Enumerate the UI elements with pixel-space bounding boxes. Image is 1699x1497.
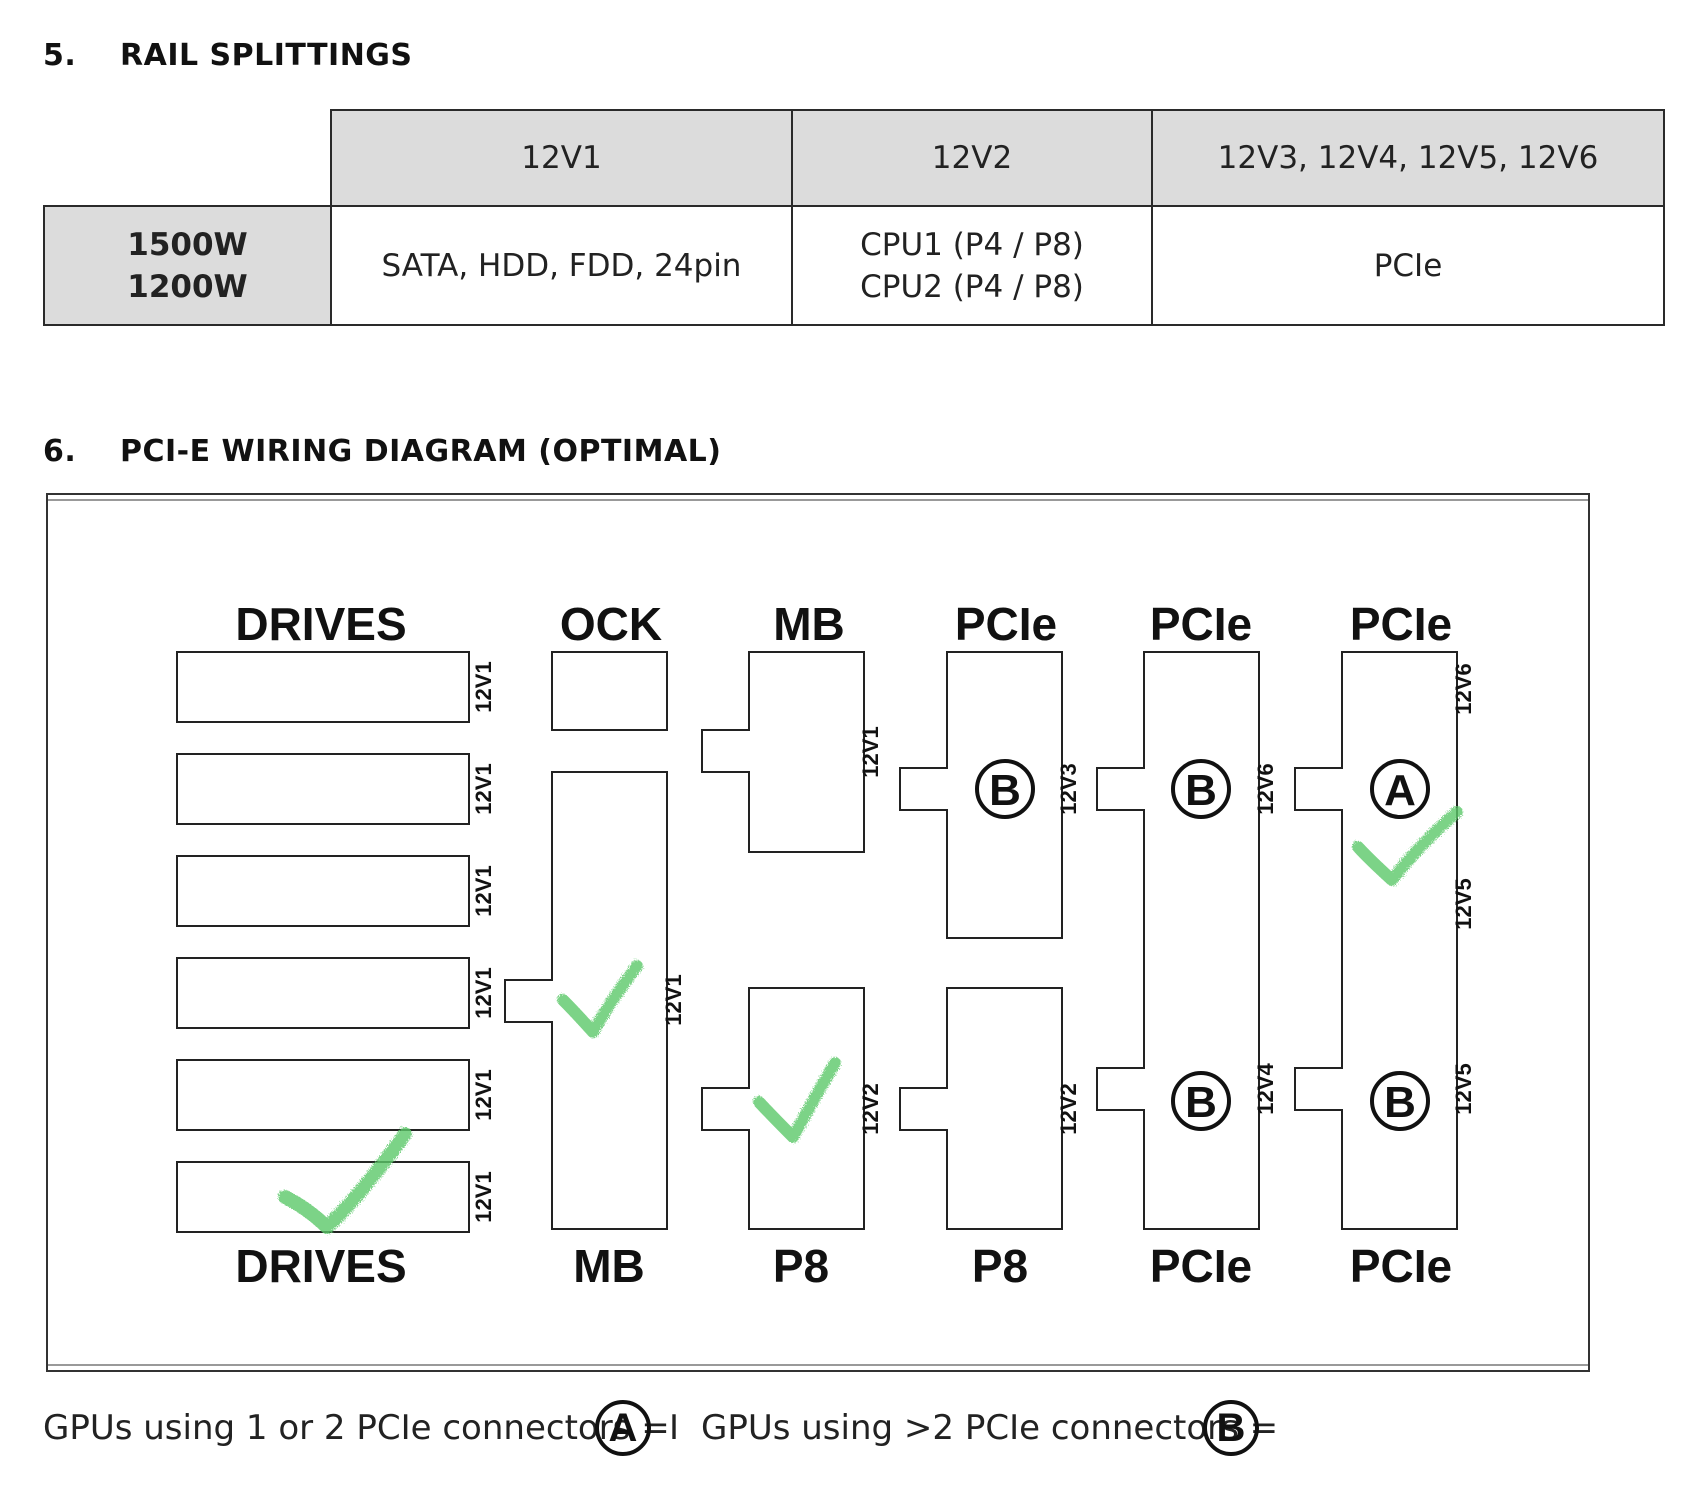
drive-connectors [176,651,470,1233]
legend-badge-a: A [595,1400,651,1456]
drive-connector [176,1059,470,1131]
rail-label: 12V1 [858,726,883,777]
legend-text-a: GPUs using 1 or 2 PCIe connectors = [43,1408,670,1448]
rail-label: 12V1 [471,865,496,916]
rail-label: 12V1 [661,974,686,1025]
badge-b-letter: B [1185,766,1217,815]
cell-12v2-cpu2: CPU2 (P4 / P8) [860,268,1084,305]
rail-label: 12V5 [1451,878,1476,929]
mb-connectors [504,651,668,1230]
header-12v3-6: 12V3, 12V4, 12V5, 12V6 [1151,109,1665,207]
mb-cpu-connector [701,651,865,853]
check-mark-icon [278,1127,412,1234]
rail-label: 12V2 [858,1083,883,1134]
rail-label: 12V4 [1253,1063,1278,1115]
row-head-1200w: 1200W [127,268,248,305]
diagram-canvas: DRIVES OCK MB PCIe PCIe PCIe DRIVES MB P… [46,493,1590,1372]
badge-b-circle [1171,1071,1231,1131]
badge-a-circle [1370,759,1430,819]
section-6-title: PCI-E WIRING DIAGRAM (OPTIMAL) [120,434,722,469]
bottom-label-mb: MB [573,1240,645,1292]
pcie-connector [899,651,1063,939]
bottom-label-drives: DRIVES [235,1240,406,1292]
section-5-title: RAIL SPLITTINGS [120,38,413,73]
mb-24pin-connector [504,771,668,1230]
header-12v2: 12V2 [791,109,1153,207]
bottom-label-p8-2: P8 [972,1240,1028,1292]
badge-a-letter: A [1384,766,1416,815]
legend: GPUs using 1 or 2 PCIe connectors = A I … [43,1400,1443,1466]
rail-label: 12V2 [1056,1083,1081,1134]
badge-b-letter: B [1185,1078,1217,1127]
check-mark-icon [753,1057,841,1143]
check-marks [278,806,1463,1234]
legend-text-b: GPUs using >2 PCIe connectors = [701,1408,1279,1448]
badge-b-circle [1171,759,1231,819]
rail-label: 12V1 [471,1171,496,1222]
pcie-column-1 [899,651,1063,1230]
badge-b-letter: B [989,766,1021,815]
drive-connector [176,651,470,723]
top-label-mb: MB [773,598,845,650]
section-5-number: 5. [43,38,77,73]
rail-label: 12V1 [471,661,496,712]
drive-connector [176,753,470,825]
rail-label: 12V6 [1451,663,1476,714]
cell-12v2-cpu1: CPU1 (P4 / P8) [860,226,1084,263]
rail-label: 12V1 [471,967,496,1018]
legend-badge-b: B [1203,1400,1259,1456]
cell-12v1: SATA, HDD, FDD, 24pin [330,205,793,326]
check-mark-icon [1352,806,1463,886]
pcie-connector [1096,651,1260,1230]
drive-connector [176,957,470,1029]
pcie-connector [1294,651,1458,1230]
legend-separator: I [669,1408,680,1448]
row-head-wattage: 1500W 1200W [43,205,332,326]
rail-label: 12V5 [1451,1063,1476,1114]
cell-12v3-6: PCIe [1151,205,1665,326]
badge-b-circle [1370,1071,1430,1131]
ock-connector [551,651,668,731]
rail-label: 12V1 [471,1069,496,1120]
bottom-label-pcie-2: PCIe [1350,1240,1452,1292]
rail-label: 12V3 [1056,763,1081,814]
cpu-connectors [701,651,865,1230]
cell-12v2: CPU1 (P4 / P8) CPU2 (P4 / P8) [791,205,1153,326]
top-label-drives: DRIVES [235,598,406,650]
top-label-pcie-2: PCIe [1150,598,1252,650]
badge-b-circle [975,759,1035,819]
top-label-ock: OCK [560,598,662,650]
badge-b-letter: B [1384,1078,1416,1127]
p8-connector [899,987,1063,1230]
top-label-pcie-3: PCIe [1350,598,1452,650]
top-label-pcie-1: PCIe [955,598,1057,650]
rail-splitting-table: 12V1 12V2 12V3, 12V4, 12V5, 12V6 1500W 1… [43,109,1665,326]
section-6-number: 6. [43,434,77,469]
bottom-label-pcie-1: PCIe [1150,1240,1252,1292]
check-mark-icon [557,960,643,1038]
rail-label: 12V6 [1253,763,1278,814]
header-12v1: 12V1 [330,109,793,207]
rail-label: 12V1 [471,763,496,814]
drive-connector [176,855,470,927]
diagram-frame-inner [46,499,1590,1366]
pcie-wiring-diagram: DRIVES OCK MB PCIe PCIe PCIe DRIVES MB P… [45,492,1591,1373]
row-head-1500w: 1500W [127,226,248,263]
p8-cpu-connector [701,987,865,1230]
bottom-label-p8-1: P8 [773,1240,829,1292]
